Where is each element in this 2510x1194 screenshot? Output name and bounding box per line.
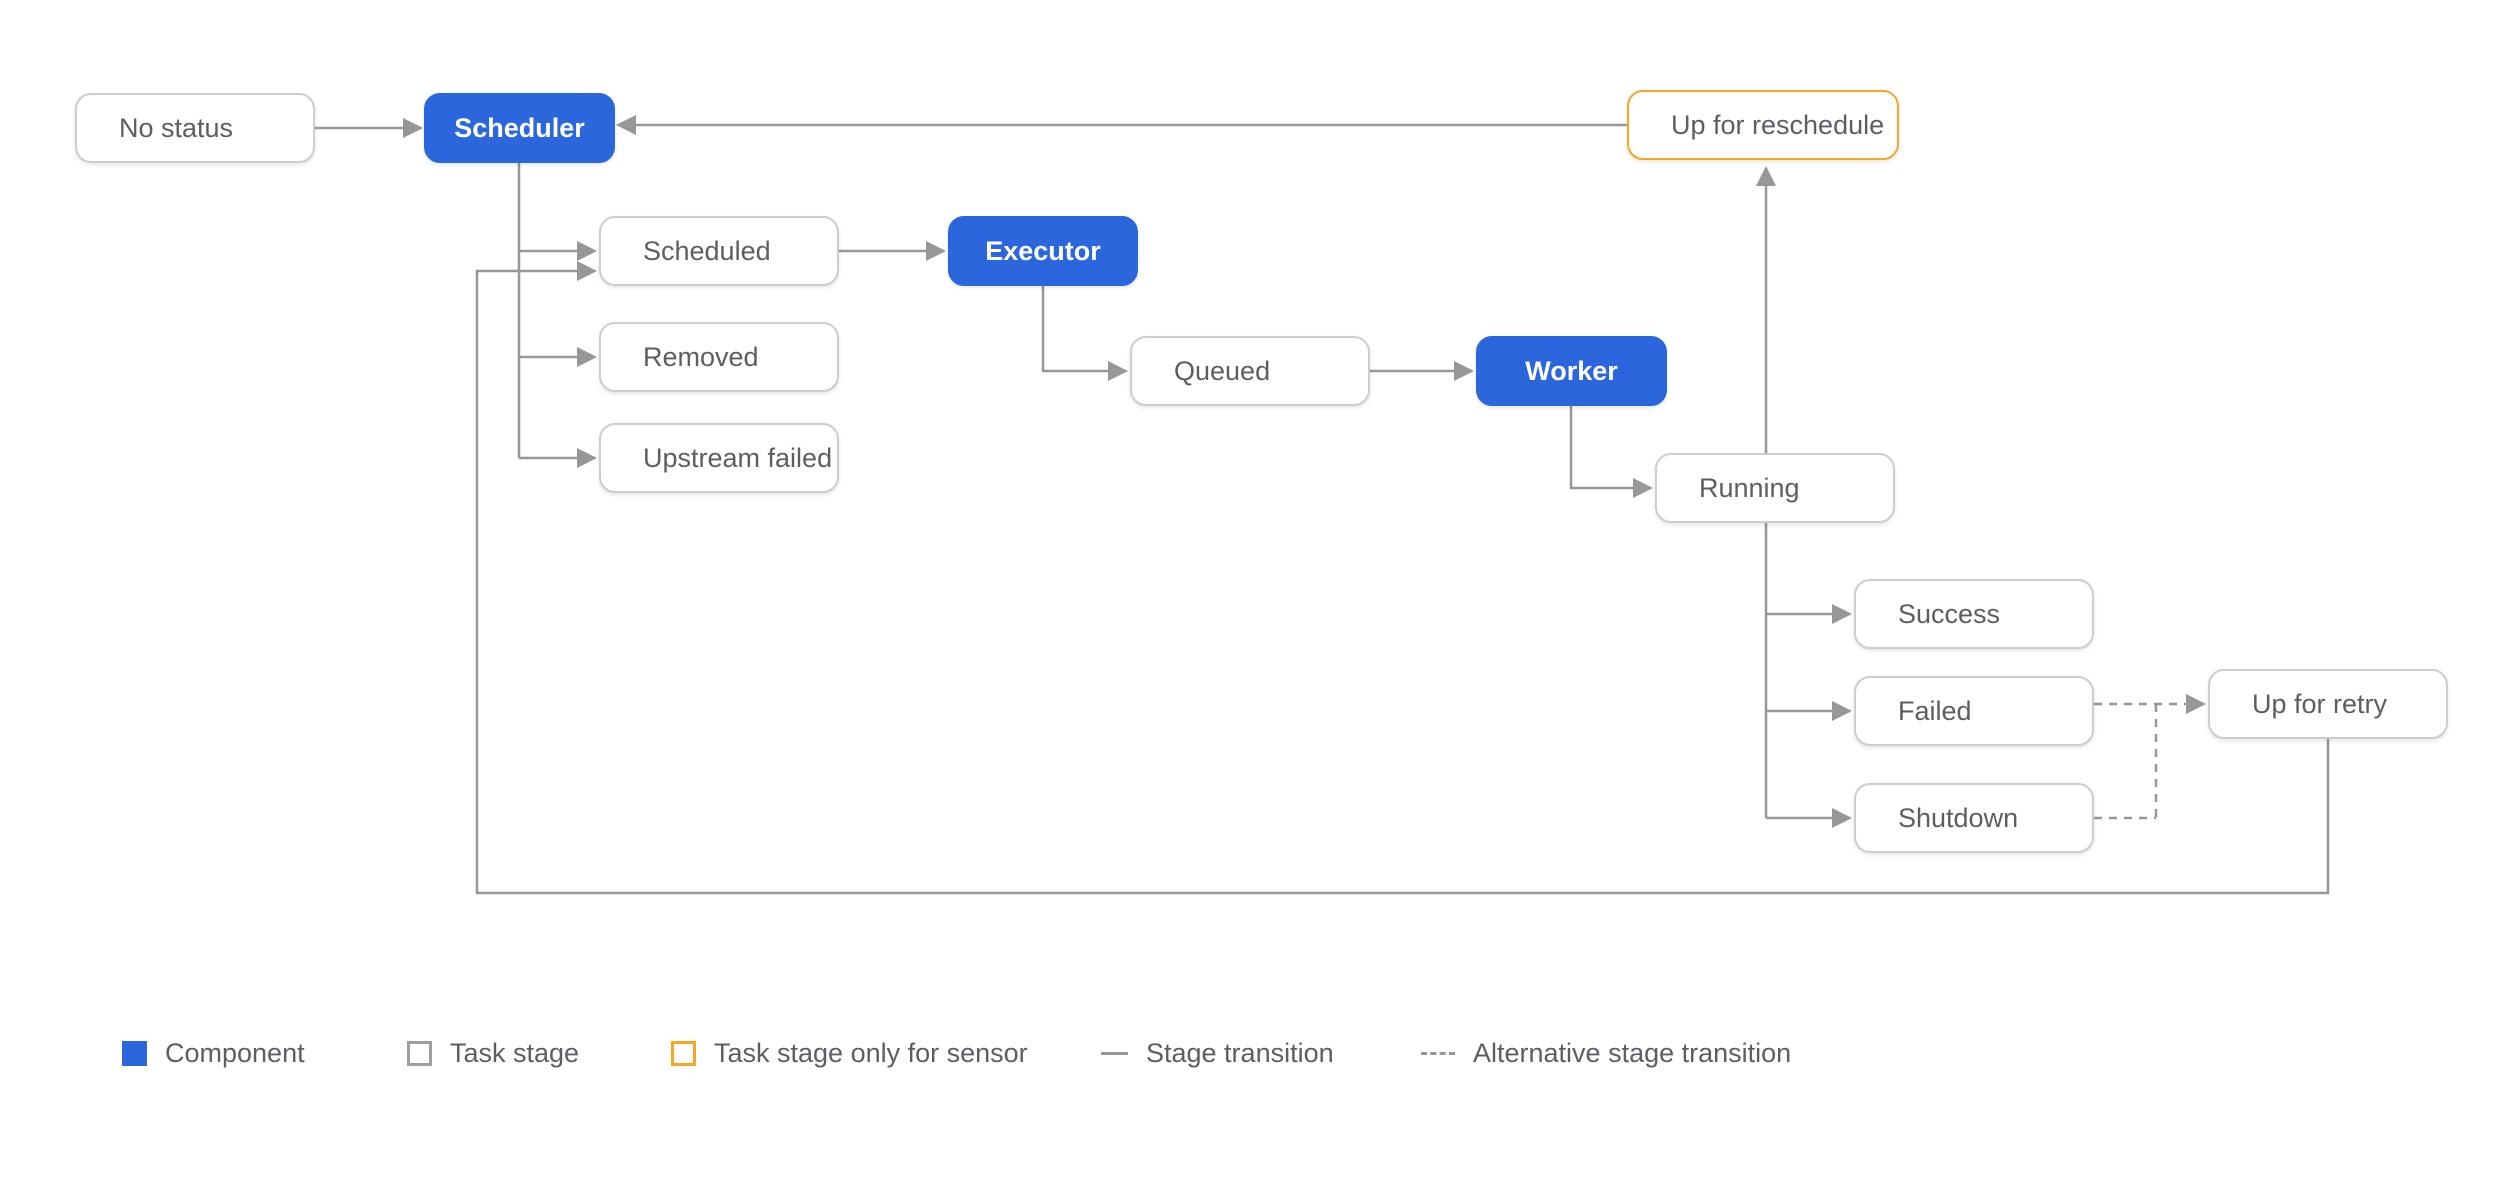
legend-swatch-sensor-stage	[671, 1040, 696, 1066]
node-up-for-reschedule: Up for reschedule	[1627, 90, 1899, 160]
legend-item-component: Component	[122, 1037, 305, 1068]
edge-executor-to-queued	[1041, 286, 1128, 381]
node-shutdown: Shutdown	[1854, 783, 2094, 853]
edge-worker-to-running	[1569, 406, 1653, 498]
node-upstream-failed: Upstream failed	[599, 423, 839, 493]
node-worker: Worker	[1476, 336, 1667, 406]
legend-swatch-solid-line	[1101, 1051, 1128, 1055]
legend-label-sensor-stage: Task stage only for sensor	[714, 1037, 1028, 1068]
node-scheduled: Scheduled	[599, 216, 839, 286]
node-up-for-retry: Up for retry	[2208, 669, 2448, 739]
node-queued: Queued	[1130, 336, 1370, 406]
legend-item-sensor-stage: Task stage only for sensor	[671, 1037, 1028, 1068]
legend-swatch-dashed-line	[1421, 1051, 1455, 1055]
node-removed: Removed	[599, 322, 839, 392]
node-scheduler: Scheduler	[424, 93, 615, 163]
legend-swatch-task-stage	[407, 1040, 432, 1066]
node-executor: Executor	[948, 216, 1138, 286]
legend-label-task-stage: Task stage	[450, 1037, 580, 1068]
legend-item-stage-transition: Stage transition	[1101, 1037, 1334, 1068]
legend-label-component: Component	[165, 1037, 305, 1068]
node-no-status: No status	[75, 93, 315, 163]
node-running: Running	[1655, 453, 1895, 523]
legend-item-alt-stage-transition: Alternative stage transition	[1421, 1037, 1792, 1068]
legend-item-task-stage: Task stage	[407, 1037, 580, 1068]
legend-label-stage-transition: Stage transition	[1146, 1037, 1334, 1068]
node-failed: Failed	[1854, 676, 2094, 746]
edge-up-for-retry-to-scheduled-feedback	[475, 261, 2330, 895]
node-success: Success	[1854, 579, 2094, 649]
legend-swatch-component	[122, 1040, 147, 1066]
legend-label-alt-stage-transition: Alternative stage transition	[1473, 1037, 1792, 1068]
